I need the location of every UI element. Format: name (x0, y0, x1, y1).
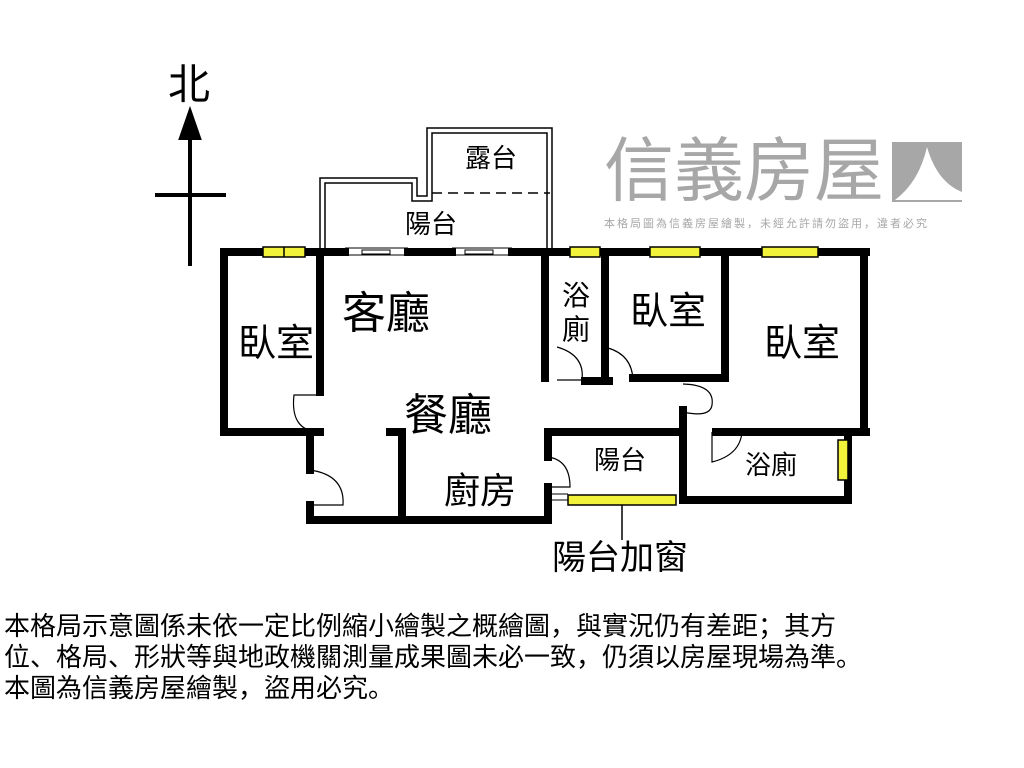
room-bath-middle-2: 廁 (562, 313, 591, 346)
room-bedroom-middle: 臥室 (630, 289, 707, 333)
balcony-window-callout: 陽台加窗 (552, 538, 688, 578)
disclaimer-line-3: 本圖為信義房屋繪製，盜用必究。 (4, 674, 395, 704)
room-bath-right: 浴廁 (745, 451, 798, 481)
disclaimer-line-1: 本格局示意圖係未依一定比例縮小繪製之概繪圖，與實況仍有差距；其方 (4, 612, 837, 642)
north-arrow-icon (155, 105, 226, 266)
room-living-room: 客廳 (342, 288, 430, 339)
room-bedroom-right: 臥室 (764, 321, 841, 365)
room-terrace: 露台 (465, 144, 518, 174)
watermark-brand: 信義房屋 (604, 130, 884, 212)
watermark-notice: 本格局圖為信義房屋繪製，未經允許請勿盜用，違者必究 (604, 217, 929, 230)
room-bedroom-left: 臥室 (238, 321, 315, 365)
disclaimer-line-2: 位、格局、形狀等與地政機關測量成果圖未必一致，仍須以房屋現場為準。 (4, 643, 863, 673)
north-label: 北 (168, 60, 211, 109)
room-balcony-bottom: 陽台 (594, 446, 647, 476)
room-kitchen: 廚房 (444, 471, 517, 512)
room-balcony-top: 陽台 (405, 210, 458, 240)
windows (262, 246, 849, 540)
room-dining-room: 餐廳 (404, 390, 492, 441)
room-bath-middle-1: 浴 (562, 279, 591, 312)
disclaimer: 本格局示意圖係未依一定比例縮小繪製之概繪圖，與實況仍有差距；其方 位、格局、形狀… (4, 612, 1024, 705)
